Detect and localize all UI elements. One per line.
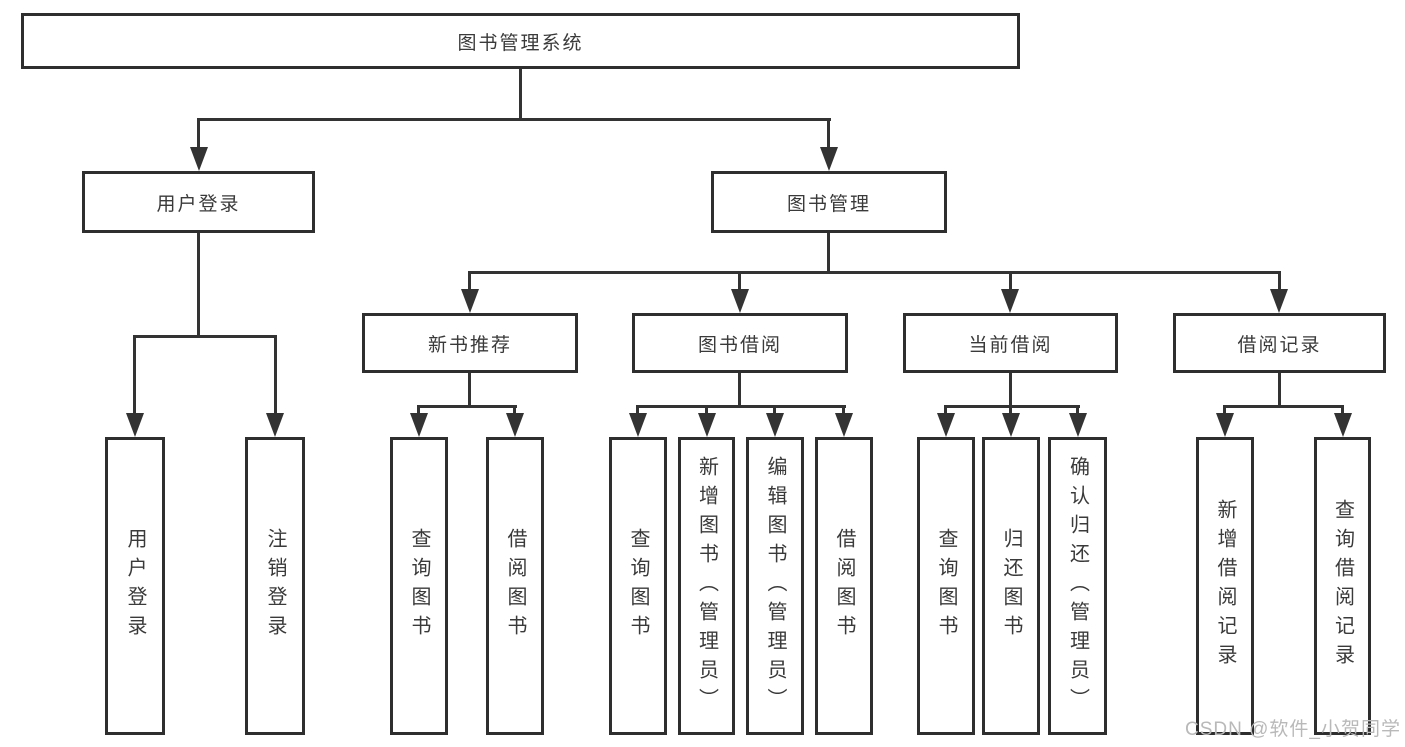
connector-line bbox=[738, 373, 741, 408]
node-new-book-recommend: 新书推荐 bbox=[362, 313, 578, 373]
node-current-borrow: 当前借阅 bbox=[903, 313, 1118, 373]
connector-line bbox=[827, 233, 830, 274]
arrowhead-down-icon bbox=[937, 413, 955, 437]
node-user-login: 用户登录 bbox=[82, 171, 315, 233]
connector-line bbox=[842, 405, 845, 415]
node-library-management-system: 图书管理系统 bbox=[21, 13, 1020, 69]
connector-line bbox=[133, 335, 277, 338]
connector-line bbox=[468, 373, 471, 408]
leaf-add-book-admin: 新增图书（管理员） bbox=[678, 437, 735, 735]
arrowhead-down-icon bbox=[835, 413, 853, 437]
leaf-query-books-current: 查询图书 bbox=[917, 437, 975, 735]
arrowhead-down-icon bbox=[1001, 289, 1019, 313]
arrowhead-down-icon bbox=[731, 289, 749, 313]
arrowhead-down-icon bbox=[506, 413, 524, 437]
node-book-borrow: 图书借阅 bbox=[632, 313, 848, 373]
leaf-query-books-borrow: 查询图书 bbox=[609, 437, 667, 735]
arrowhead-down-icon bbox=[461, 289, 479, 313]
arrowhead-down-icon bbox=[629, 413, 647, 437]
connector-line bbox=[468, 271, 471, 293]
node-book-management: 图书管理 bbox=[711, 171, 947, 233]
arrowhead-down-icon bbox=[1270, 289, 1288, 313]
connector-line bbox=[274, 335, 277, 415]
leaf-borrow-books-recommend: 借阅图书 bbox=[486, 437, 544, 735]
leaf-edit-book-admin: 编辑图书（管理员） bbox=[746, 437, 804, 735]
arrowhead-down-icon bbox=[126, 413, 144, 437]
leaf-user-login: 用户登录 bbox=[105, 437, 165, 735]
connector-line bbox=[1341, 405, 1344, 415]
connector-line bbox=[1009, 271, 1012, 293]
connector-line bbox=[1009, 405, 1012, 415]
connector-line bbox=[827, 118, 830, 150]
connector-line bbox=[1278, 373, 1281, 408]
arrowhead-down-icon bbox=[190, 147, 208, 171]
leaf-query-borrow-record: 查询借阅记录 bbox=[1314, 437, 1371, 735]
arrowhead-down-icon bbox=[1069, 413, 1087, 437]
leaf-borrow-books: 借阅图书 bbox=[815, 437, 873, 735]
connector-line bbox=[738, 271, 741, 293]
connector-line bbox=[133, 335, 136, 415]
connector-line bbox=[636, 405, 846, 408]
arrowhead-down-icon bbox=[266, 413, 284, 437]
connector-line bbox=[1076, 405, 1079, 415]
connector-line bbox=[705, 405, 708, 415]
connector-line bbox=[1223, 405, 1344, 408]
arrowhead-down-icon bbox=[820, 147, 838, 171]
leaf-confirm-return-admin: 确认归还（管理员） bbox=[1048, 437, 1107, 735]
connector-line bbox=[197, 118, 831, 121]
leaf-logout: 注销登录 bbox=[245, 437, 305, 735]
arrowhead-down-icon bbox=[1216, 413, 1234, 437]
csdn-watermark: CSDN @软件_小贺同学 bbox=[1185, 719, 1401, 740]
connector-line bbox=[1009, 373, 1012, 408]
connector-line bbox=[197, 233, 200, 338]
connector-line bbox=[417, 405, 517, 408]
arrowhead-down-icon bbox=[698, 413, 716, 437]
connector-line bbox=[944, 405, 1080, 408]
leaf-add-borrow-record: 新增借阅记录 bbox=[1196, 437, 1254, 735]
connector-line bbox=[773, 405, 776, 415]
connector-line bbox=[197, 118, 200, 150]
arrowhead-down-icon bbox=[410, 413, 428, 437]
arrowhead-down-icon bbox=[1334, 413, 1352, 437]
connector-line bbox=[1223, 405, 1226, 415]
node-borrow-records: 借阅记录 bbox=[1173, 313, 1386, 373]
connector-line bbox=[519, 69, 522, 120]
connector-line bbox=[417, 405, 420, 415]
connector-line bbox=[636, 405, 639, 415]
leaf-query-books-recommend: 查询图书 bbox=[390, 437, 448, 735]
connector-line bbox=[944, 405, 947, 415]
connector-line bbox=[513, 405, 516, 415]
leaf-return-book: 归还图书 bbox=[982, 437, 1040, 735]
connector-line bbox=[1278, 271, 1281, 293]
arrowhead-down-icon bbox=[1002, 413, 1020, 437]
arrowhead-down-icon bbox=[766, 413, 784, 437]
connector-line bbox=[468, 271, 1281, 274]
